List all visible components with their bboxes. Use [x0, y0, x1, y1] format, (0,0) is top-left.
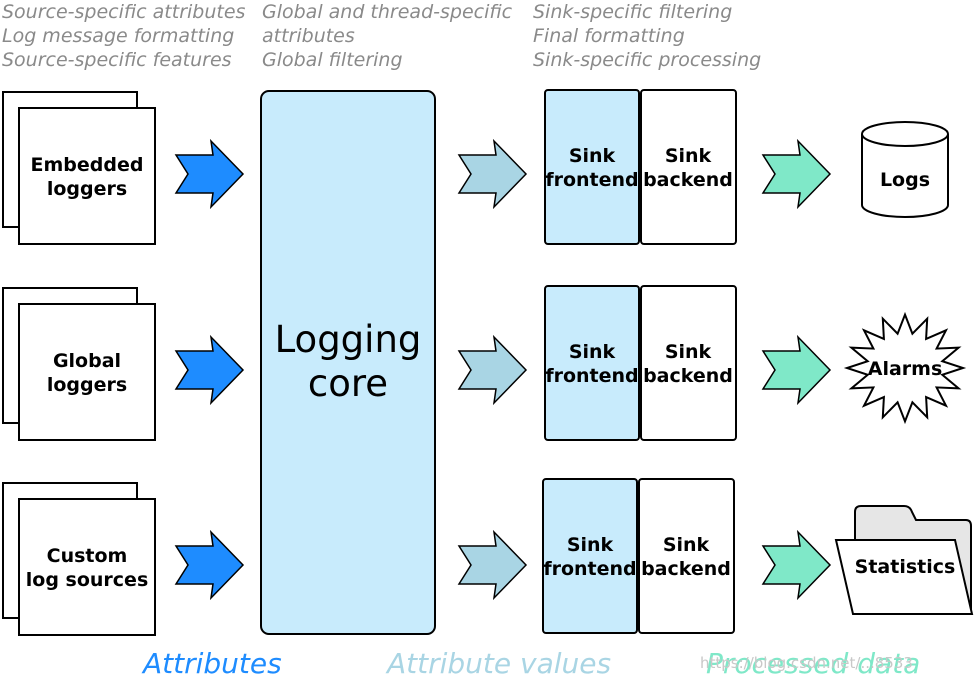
sink-frontend-box: [544, 285, 640, 441]
attributes-arrow-icon: [174, 529, 245, 601]
sink-frontend-label: Sink: [569, 341, 616, 363]
output-alarms-label: Alarms: [868, 358, 943, 380]
source-label: Embedded: [31, 154, 144, 176]
sink-frontend-label: frontend: [545, 169, 638, 191]
sink-backend-label: Sink: [665, 341, 712, 363]
logging-core: Logging core: [260, 90, 436, 635]
source-custom-log-sources: Custom log sources: [2, 482, 156, 636]
header-line: Sink-specific processing: [533, 49, 761, 71]
attributes-arrow-icon: [174, 138, 245, 210]
processed-data-arrow-icon: [761, 138, 832, 210]
sink-backend-box: [640, 285, 737, 441]
header-line: Global filtering: [262, 49, 403, 71]
sink-frontend-box: [542, 478, 638, 634]
header-line: Sink-specific filtering: [533, 1, 732, 23]
logging-core-box: [260, 90, 436, 635]
source-front-page: [18, 303, 156, 441]
header-line: Final formatting: [533, 25, 685, 47]
attribute-values-arrow-icon: [457, 138, 528, 210]
attribute-values-arrow-icon: [457, 529, 528, 601]
sink-1: Sink frontend Sink backend: [544, 89, 737, 245]
header-line: Global and thread-specific: [262, 1, 513, 23]
attribute-values-arrow-icon: [457, 334, 528, 406]
header-line: Source-specific attributes: [2, 1, 246, 23]
source-label: log sources: [26, 569, 149, 591]
footer-attributes-label: Attributes: [141, 647, 282, 680]
sink-backend-label: Sink: [665, 145, 712, 167]
source-label: loggers: [47, 178, 127, 200]
output-logs: Logs: [861, 121, 949, 218]
header-line: Log message formatting: [2, 25, 234, 47]
sink-2: Sink frontend Sink backend: [544, 285, 737, 441]
source-embedded-loggers: Embedded loggers: [2, 91, 156, 245]
source-label: loggers: [47, 374, 127, 396]
sink-backend-label: Sink: [663, 534, 710, 556]
sink-frontend-label: frontend: [543, 558, 636, 580]
processed-data-arrow-icon: [761, 529, 832, 601]
folder-front-icon: [834, 539, 974, 615]
attributes-arrow-icon: [174, 334, 245, 406]
header-core-features: Global and thread-specific attributes Gl…: [262, 1, 513, 71]
processed-data-arrow-icon: [761, 334, 832, 406]
sink-backend-label: backend: [643, 169, 733, 191]
sink-backend-box: [640, 89, 737, 245]
source-global-loggers: Global loggers: [2, 287, 156, 441]
alarm-starburst-icon: [843, 311, 967, 425]
database-cylinder-rim: [861, 133, 949, 147]
output-logs-label: Logs: [880, 169, 930, 191]
database-cylinder-icon: [861, 121, 949, 218]
header-source-features: Source-specific attributes Log message f…: [2, 1, 246, 71]
source-label: Custom: [47, 545, 128, 567]
sink-frontend-label: frontend: [545, 365, 638, 387]
sink-frontend-box: [544, 89, 640, 245]
source-front-page: [18, 498, 156, 636]
sink-backend-box: [638, 478, 735, 634]
source-front-page: [18, 107, 156, 245]
logging-core-label: core: [308, 362, 388, 405]
output-alarms: Alarms: [843, 311, 967, 425]
sink-frontend-label: Sink: [569, 145, 616, 167]
sink-backend-label: backend: [641, 558, 731, 580]
footer-attribute-values-label: Attribute values: [385, 647, 611, 680]
sink-backend-label: backend: [643, 365, 733, 387]
logging-core-label: Logging: [275, 318, 422, 361]
source-label: Global: [53, 350, 121, 372]
header-sink-features: Sink-specific filtering Final formatting…: [533, 1, 761, 71]
sink-frontend-label: Sink: [567, 534, 614, 556]
watermark-text: https://blog.csdn.net/...8533: [700, 654, 913, 672]
output-statistics: Statistics: [834, 505, 974, 615]
sink-3: Sink frontend Sink backend: [542, 478, 735, 634]
footer-processed-data-label: Processed data: [706, 647, 920, 680]
output-statistics-label: Statistics: [855, 556, 956, 578]
header-line: attributes: [262, 25, 355, 47]
header-line: Source-specific features: [2, 49, 232, 71]
